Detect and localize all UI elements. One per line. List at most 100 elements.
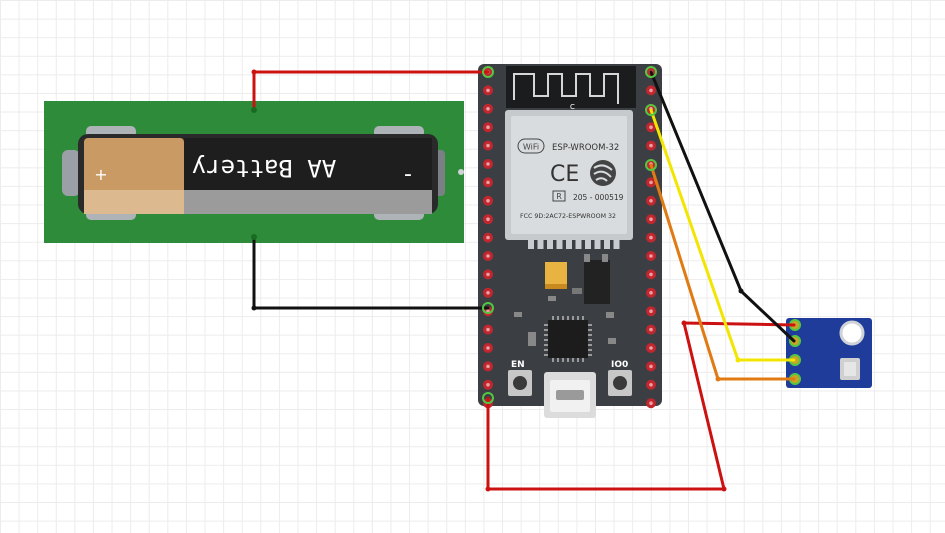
esp32-module-pad [585, 240, 591, 249]
battery-holder[interactable]: AA Battery + - [44, 101, 464, 243]
esp32-module-pad [556, 240, 563, 249]
esp32-chip-pin [544, 334, 548, 336]
r-mark-icon: R [552, 190, 566, 202]
esp32-chip-pin [544, 324, 548, 326]
esp32-smd-resistor [572, 288, 582, 294]
esp32-left-pin-hole [486, 327, 490, 332]
io0-button-label: IO0 [611, 360, 628, 370]
esp32-chip-pin [582, 358, 584, 362]
esp32-smd-part [528, 332, 536, 346]
esp32-chip-pin [577, 358, 579, 362]
esp32-left-pin-hole [486, 199, 490, 203]
esp32-right-pin-hole [649, 346, 653, 350]
esp32-right-pin-header [646, 67, 656, 409]
esp32-module-shield-inner [511, 116, 627, 234]
esp32-module-name: ESP-WROOM-32 [552, 143, 619, 153]
esp32-pin-connected[interactable] [482, 66, 494, 78]
sensor-board[interactable] [786, 318, 872, 388]
esp32-smd-resistor [608, 338, 616, 344]
esp32-chip-pin [582, 316, 584, 320]
battery-minus-terminal[interactable] [251, 234, 257, 240]
esp32-left-pin-hole [486, 88, 490, 93]
esp32-left-pin-hole [486, 107, 490, 111]
esp32-right-pin-hole [649, 199, 653, 203]
esp32-chip-pins [544, 316, 592, 362]
battery-mount-dot [458, 169, 464, 175]
wire-orange-esp-to-sensor[interactable] [649, 163, 796, 381]
esp32-chip-pin [588, 339, 592, 341]
esp32-left-pin-hole [486, 254, 490, 258]
esp32-pin-connected[interactable] [645, 66, 657, 78]
wire-bend-point [738, 288, 744, 294]
io0-button-cap [613, 376, 627, 390]
esp32-tantalum-capacitor [545, 262, 567, 288]
esp32-module-pad [547, 240, 553, 249]
esp32-chip-pin [552, 316, 554, 320]
esp32-left-pin-hole [486, 162, 490, 166]
esp32-chip-pin [567, 316, 569, 320]
esp32-usb-uart-chip [548, 320, 588, 358]
esp32-chip-pin [544, 329, 548, 331]
battery-plus-sign: + [94, 165, 107, 184]
esp32-chip-pin [588, 349, 592, 351]
sensor-mount-hole [839, 320, 865, 346]
esp32-chip-pin [544, 344, 548, 346]
esp32-left-pin-hole [486, 346, 490, 350]
esp32-pin-connected[interactable] [482, 302, 494, 314]
esp32-pin-connected[interactable] [645, 104, 657, 116]
en-button-label: EN [511, 360, 525, 370]
en-button-cap [513, 376, 527, 390]
esp32-smd-resistor [514, 312, 522, 317]
esp32-right-pin-hole [649, 291, 653, 295]
ce-mark-icon: CE [550, 162, 579, 187]
esp32-left-pin-hole [486, 235, 490, 240]
connected-pins [482, 66, 657, 404]
esp32-left-pin-hole [486, 272, 490, 277]
esp32-pin-connected[interactable] [645, 159, 657, 171]
micro-usb-opening [556, 390, 584, 400]
esp32-antenna-trace [513, 73, 619, 104]
wire-black-battery-to-esp[interactable] [252, 235, 490, 310]
esp32-right-pin-hole [649, 383, 653, 387]
esp32-chip-pin [588, 334, 592, 336]
esp32-chip-pin [557, 358, 559, 362]
wire-bend-point [485, 486, 491, 492]
wire-bend-point [681, 320, 687, 326]
espressif-logo-icon [590, 160, 616, 186]
esp32-left-pin-hole [486, 180, 490, 185]
esp32-module-pad [594, 240, 601, 249]
esp32-board[interactable]: C WiFi ESP-WROOM-32 CE R 205 - 000519 FC… [478, 64, 662, 418]
wires [251, 69, 796, 492]
esp32-module-pad [613, 240, 620, 249]
battery-body-highlight [184, 190, 432, 214]
esp32-right-pin-hole [649, 217, 653, 221]
esp32-regulator-pin [602, 254, 608, 262]
esp32-chip-pin [588, 329, 592, 331]
esp32-smd-resistor [606, 312, 614, 318]
esp32-capacitor-band [545, 284, 567, 289]
esp32-chip-pin [562, 358, 564, 362]
esp32-chip-pin [552, 358, 554, 362]
esp32-right-pin-hole [649, 309, 653, 314]
battery-end-clip-left [62, 150, 80, 196]
esp32-right-pin-hole [649, 364, 653, 369]
esp32-right-pin-hole [649, 235, 653, 240]
wire-bend-point [735, 357, 741, 363]
esp32-left-pin-hole [486, 291, 490, 295]
esp32-chip-pin [577, 316, 579, 320]
esp32-right-pin-hole [649, 180, 653, 185]
wire-bend-point [715, 376, 721, 382]
esp32-left-pin-hole [486, 364, 490, 369]
esp32-module-pad [566, 240, 572, 249]
esp32-chip-pin [588, 354, 592, 356]
battery-plus-terminal[interactable] [251, 107, 257, 113]
sensor-chip-window [844, 362, 856, 376]
esp32-antenna-label: C [570, 103, 575, 111]
esp32-right-pin-hole [649, 401, 653, 406]
esp32-antenna-area [506, 66, 636, 108]
battery-body-label-area [184, 138, 432, 190]
esp32-pin-connected[interactable] [482, 392, 494, 404]
wire-bend-point [721, 486, 727, 492]
wire-black-esp-to-sensor[interactable] [649, 70, 796, 343]
